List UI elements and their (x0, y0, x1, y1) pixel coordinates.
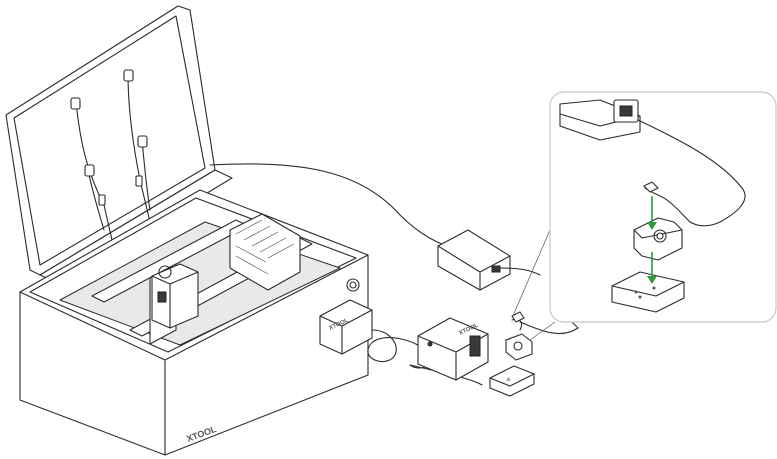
svg-text:≛: ≛ (506, 376, 511, 384)
smart-switch-icon: XTOOL (417, 317, 489, 381)
zoom-panel (549, 91, 777, 323)
laser-head (151, 263, 199, 329)
key-base-small-icon: ≛ (489, 365, 535, 397)
safety-key-small-icon (505, 311, 533, 361)
cable-chain (229, 213, 301, 291)
zoom-safety-key-icon (633, 181, 683, 261)
laser-engraver-icon: XTOOL (5, 5, 369, 456)
zoom-adapter-icon (559, 99, 746, 227)
zoom-leader-lines (511, 229, 556, 341)
machine-base: XTOOL (19, 189, 369, 456)
insert-arrow-bottom (647, 252, 657, 284)
power-adapter-icon (437, 229, 541, 291)
zoom-key-base-icon (611, 271, 685, 313)
power-cable-main (209, 163, 456, 249)
key-cable-small (519, 309, 579, 335)
insert-arrow-top (647, 196, 657, 230)
